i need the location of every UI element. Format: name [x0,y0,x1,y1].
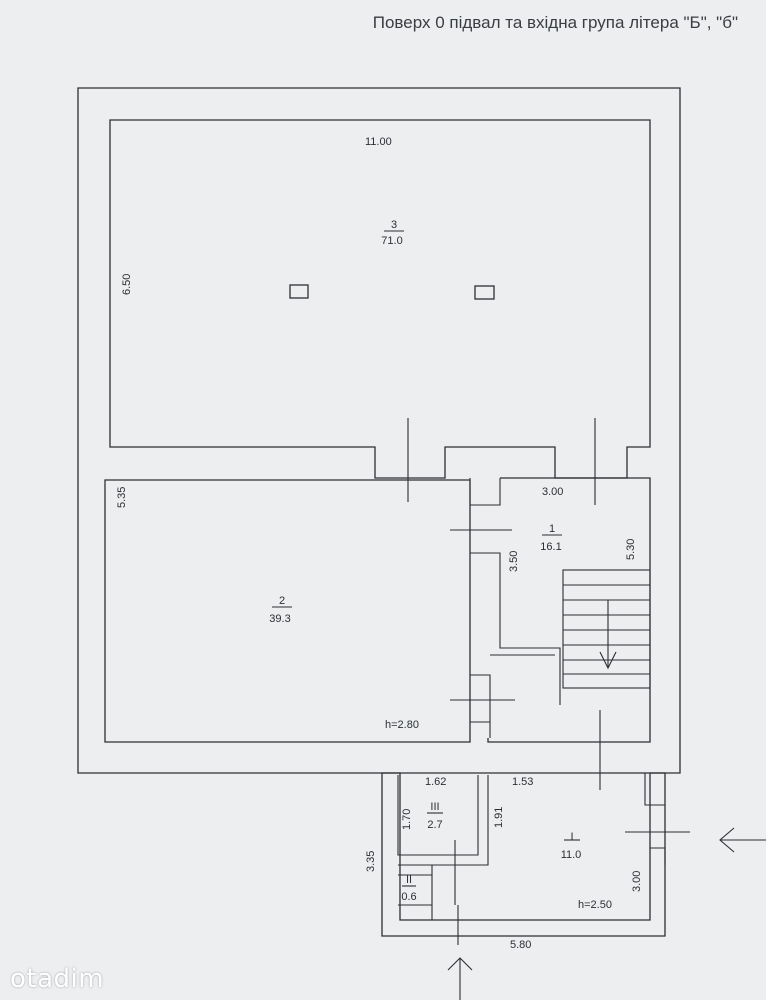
svg-text:16.1: 16.1 [540,541,561,553]
svg-text:2: 2 [279,595,285,607]
svg-text:0.6: 0.6 [401,891,416,903]
room-1-outline [487,477,651,743]
svg-text:2.7: 2.7 [427,819,442,831]
svg-text:II: II [406,874,412,886]
vestibule-inner [397,772,666,920]
dim-room3-height: 6.50 [121,274,133,295]
dim-top-width: 11.00 [365,136,392,148]
outer-wall [77,87,681,774]
svg-text:3: 3 [391,219,397,231]
entry-arrow-right [719,827,766,853]
room-iii-label: III 2.7 [427,801,443,831]
svg-text:III: III [430,801,439,813]
dim-vest-h4: 3.00 [631,871,643,892]
room-3-label: 3 71.0 [381,219,404,247]
svg-text:39.3: 39.3 [269,613,290,625]
room-2-label: 2 39.3 [269,595,292,625]
watermark-logo: otadim [10,964,105,994]
dim-room2-height: 5.35 [116,487,128,508]
dim-vest-ceiling: h=2.50 [578,899,612,911]
svg-text:1: 1 [549,523,555,535]
dim-bottom-width: 5.80 [510,939,531,951]
dim-vest-h2: 1.91 [493,807,505,828]
svg-text:I: I [570,831,573,843]
entry-arrow-bottom [447,957,473,1000]
room-2-outline [104,479,471,743]
dim-corridor-height: 3.50 [508,551,520,572]
room-ii-label: II 0.6 [401,874,416,903]
room-i-label: I 11.0 [561,831,582,861]
dim-room1-height: 5.30 [625,539,637,560]
stairs [562,569,651,689]
room-3-outline [109,119,651,479]
svg-text:11.0: 11.0 [561,849,582,861]
column-2 [474,285,495,300]
corridor-walls [469,478,561,738]
dim-room2-ceiling: h=2.80 [385,719,419,731]
room-1-label: 1 16.1 [540,523,562,553]
dim-vest-h1: 1.70 [401,809,413,830]
column-1 [289,284,309,299]
page-title: Поверх 0 підвал та вхідна група літера "… [372,13,738,32]
dim-room1-width: 3.00 [542,486,563,498]
vestibule-outline [381,772,666,937]
dim-vest-width-2: 1.53 [512,776,533,788]
dim-vest-width-1: 1.62 [425,776,446,788]
dim-vest-h3: 3.35 [365,851,377,872]
door-marks [407,418,690,945]
svg-text:71.0: 71.0 [381,235,402,247]
